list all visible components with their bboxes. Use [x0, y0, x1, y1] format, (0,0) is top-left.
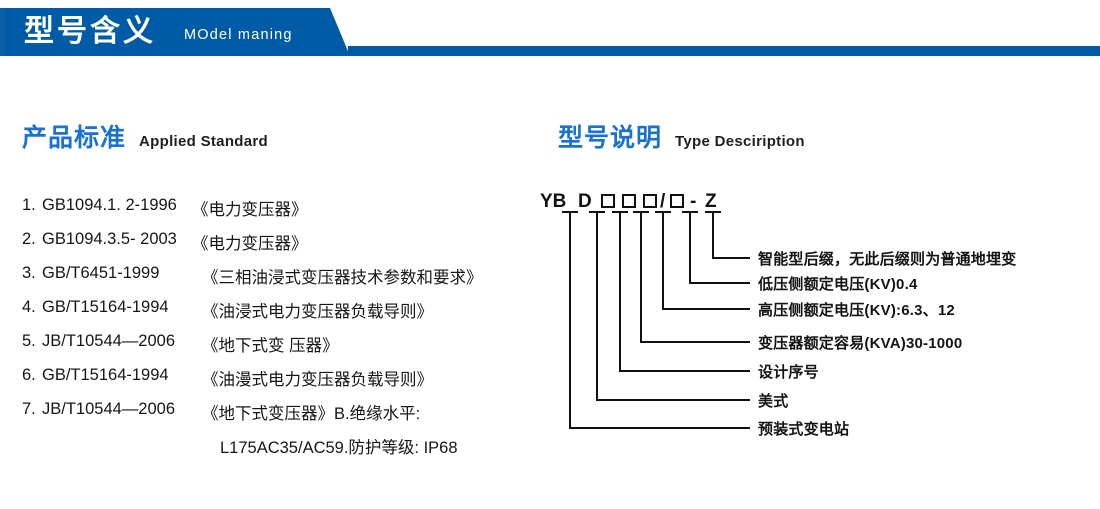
leader-line-american-type	[596, 214, 750, 401]
standard-title: 《电力变压器》	[192, 235, 308, 253]
standard-row: 7. JB/T10544—2006 《地下式变压器》B.绝缘水平:	[22, 400, 552, 434]
standard-title: 《地下式变压器》B.绝缘水平:	[202, 405, 421, 423]
standards-list: 1. GB1094.1. 2-1996 《电力变压器》 2. GB1094.3.5- 2…	[22, 196, 552, 470]
standard-index: 5.	[22, 332, 36, 350]
type-label-design-serial: 设计序号	[758, 364, 819, 381]
type-label-substation: 预装式变电站	[758, 421, 850, 438]
standard-index: 1.	[22, 196, 36, 214]
banner-blue-shape	[0, 8, 350, 56]
standard-index: 3.	[22, 264, 36, 282]
type-label-capacity: 变压器额定容易(KVA)30-1000	[758, 335, 963, 352]
standard-continuation-line: L175AC35/AC59.防护等级: IP68	[220, 439, 458, 457]
standard-row: 1. GB1094.1. 2-1996 《电力变压器》	[22, 196, 552, 230]
standard-code: GB/T15164-1994	[42, 298, 169, 316]
type-code-token: YB	[540, 191, 567, 212]
standard-index: 2.	[22, 230, 36, 248]
type-code-token: /	[660, 191, 666, 212]
standard-code: GB/T15164-1994	[42, 366, 169, 384]
standard-title: 《油漫式电力变压器负载导则》	[202, 371, 433, 389]
leader-line-capacity	[640, 214, 750, 343]
banner-thin-strip	[348, 46, 1100, 56]
type-code-token: -	[690, 191, 697, 212]
leader-line-suffix	[712, 214, 750, 259]
type-code-placeholder-box	[622, 194, 636, 208]
standard-index: 4.	[22, 298, 36, 316]
type-code-token: D	[578, 191, 592, 212]
standard-code: GB1094.1. 2-1996	[42, 196, 177, 214]
type-label-american-type: 美式	[758, 393, 789, 410]
standard-row: 3. GB/T6451-1999 《三相油浸式变压器技术参数和要求》	[22, 264, 552, 298]
type-code-placeholder-box	[643, 194, 657, 208]
section-heading-cn: 型号说明	[558, 124, 663, 152]
standard-row: 5. JB/T10544—2006 《地下式变 压器》	[22, 332, 552, 366]
page-header-banner: 型号含义 MOdel maning	[0, 0, 1100, 60]
standard-row: 6. GB/T15164-1994 《油漫式电力变压器负载导则》	[22, 366, 552, 400]
leader-line-substation	[569, 214, 750, 429]
standard-title: 《地下式变 压器》	[202, 337, 339, 355]
standard-code: GB/T6451-1999	[42, 264, 160, 282]
standard-code: JB/T10544—2006	[42, 400, 176, 418]
section-heading-en: Applied Standard	[139, 133, 268, 150]
standard-title: 《电力变压器》	[192, 201, 308, 219]
standard-code: JB/T10544—2006	[42, 332, 176, 350]
leader-line-design-serial	[619, 214, 750, 372]
type-code-diagram: YB D / -Z 智能型后缀，无此后缀则为普通地埋变低压侧额定电压(KV)0.4 高压…	[540, 190, 1100, 450]
section-heading-en: Type Desciription	[675, 133, 805, 150]
type-label-suffix: 智能型后缀，无此后缀则为普通地埋变	[758, 251, 1017, 268]
type-code-placeholder-box	[670, 194, 684, 208]
standard-title: 《三相油浸式变压器技术参数和要求》	[202, 269, 483, 287]
standard-title: 《油浸式电力变压器负载导则》	[202, 303, 433, 321]
leader-lines	[562, 211, 750, 429]
banner-title-chinese: 型号含义	[24, 15, 156, 48]
standard-row: 2. GB1094.3.5- 2003 《电力变压器》	[22, 230, 552, 264]
standard-index: 7.	[22, 400, 36, 418]
type-code-token: Z	[705, 191, 717, 212]
type-code-placeholder-box	[601, 194, 615, 208]
banner-left-accent-edge	[0, 8, 5, 56]
type-label-hv-voltage: 高压侧额定电压(KV):6.3、12	[758, 302, 955, 319]
type-label-lv-voltage: 低压侧额定电压(KV)0.4	[758, 276, 918, 293]
banner-title-english: MOdel maning	[184, 27, 293, 43]
leader-line-lv-voltage	[689, 214, 750, 284]
standard-index: 6.	[22, 366, 36, 384]
section-heading-applied-standard: 产品标准 Applied Standard	[22, 118, 268, 154]
section-heading-cn: 产品标准	[22, 124, 127, 152]
standard-code: GB1094.3.5- 2003	[42, 230, 177, 248]
standard-row: 4. GB/T15164-1994 《油浸式电力变压器负载导则》	[22, 298, 552, 332]
leader-line-hv-voltage	[662, 214, 750, 310]
section-heading-type-description: 型号说明 Type Desciription	[558, 118, 805, 154]
